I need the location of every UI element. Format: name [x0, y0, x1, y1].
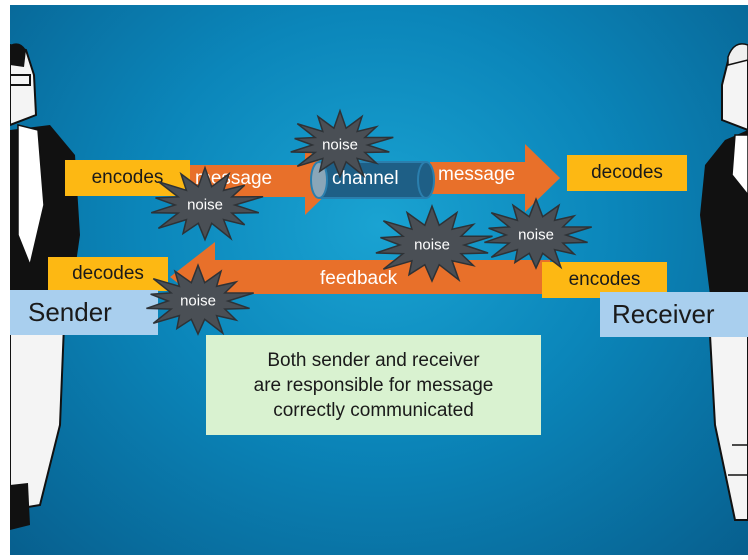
feedback-label: feedback: [320, 268, 398, 289]
receiver-label: Receiver: [600, 292, 748, 337]
receiver-figure: [700, 43, 748, 521]
diagram-canvas: channel message message feedback encodes…: [10, 5, 748, 555]
note-line-1: Both sender and receiver: [267, 349, 480, 371]
note-box: Both sender and receiver are responsible…: [206, 335, 541, 435]
message-arrow-right: [430, 144, 560, 212]
noise-burst: [290, 108, 394, 179]
note-line-3: correctly communicated: [273, 399, 474, 421]
noise-burst: [146, 263, 254, 336]
feedback-arrow: [170, 242, 550, 312]
message-label-right: message: [438, 164, 516, 185]
noise-label: noise: [322, 136, 358, 154]
noise-label: noise: [187, 196, 223, 214]
noise-burst: [150, 165, 264, 242]
noise-label: noise: [180, 292, 216, 310]
sender-decodes-box: decodes: [48, 257, 168, 291]
noise-burst: [375, 203, 493, 283]
noise-label: noise: [518, 226, 554, 244]
noise-label: noise: [414, 236, 450, 254]
receiver-decodes-box: decodes: [567, 155, 687, 191]
message-label-left: message: [195, 168, 273, 189]
noise-burst: [484, 197, 592, 270]
sender-label: Sender: [10, 290, 158, 335]
noise-layer: [146, 108, 592, 336]
channel-label: channel: [332, 168, 399, 189]
note-line-2: are responsible for message: [253, 374, 494, 396]
